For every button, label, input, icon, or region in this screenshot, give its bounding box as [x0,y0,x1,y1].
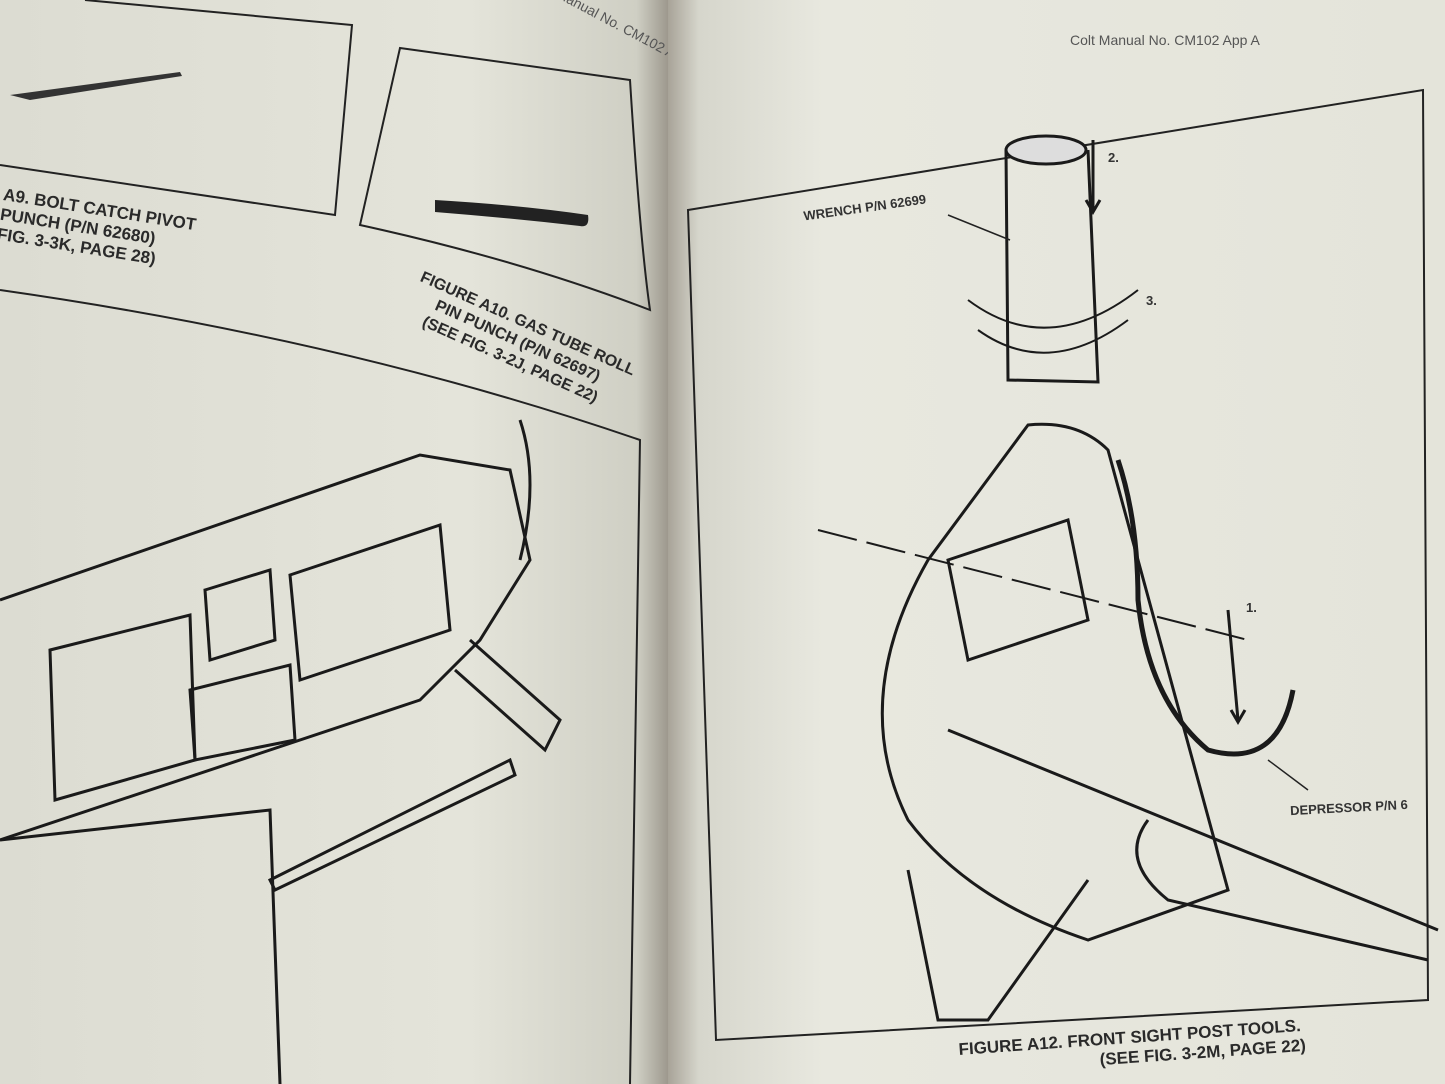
left-page-illustrations [0,0,652,1084]
figure-a10-frame [358,46,652,312]
punch-tool-a9 [10,72,182,100]
depressor-tool [1115,459,1296,757]
punch-tool-a10 [435,200,589,227]
upper-receiver-drawing [0,419,562,1084]
front-sight-base [880,422,1230,942]
wrench-body [1004,149,1100,384]
step-2-label: 2. [1108,150,1119,165]
rotation-arrow [967,289,1139,329]
left-page: Manual No. CM102 App A A9. BOLT CATCH PI… [0,0,703,1084]
step-3-label: 3. [1146,293,1157,308]
right-page-illustrations [686,88,1439,1042]
right-running-header: Colt Manual No. CM102 App A [1070,32,1260,48]
figure-a12-frame [686,88,1430,1042]
step-1-label: 1. [1246,600,1257,615]
right-page: Colt Manual No. CM102 App A WRENCH P/N 6… [668,0,1445,1084]
